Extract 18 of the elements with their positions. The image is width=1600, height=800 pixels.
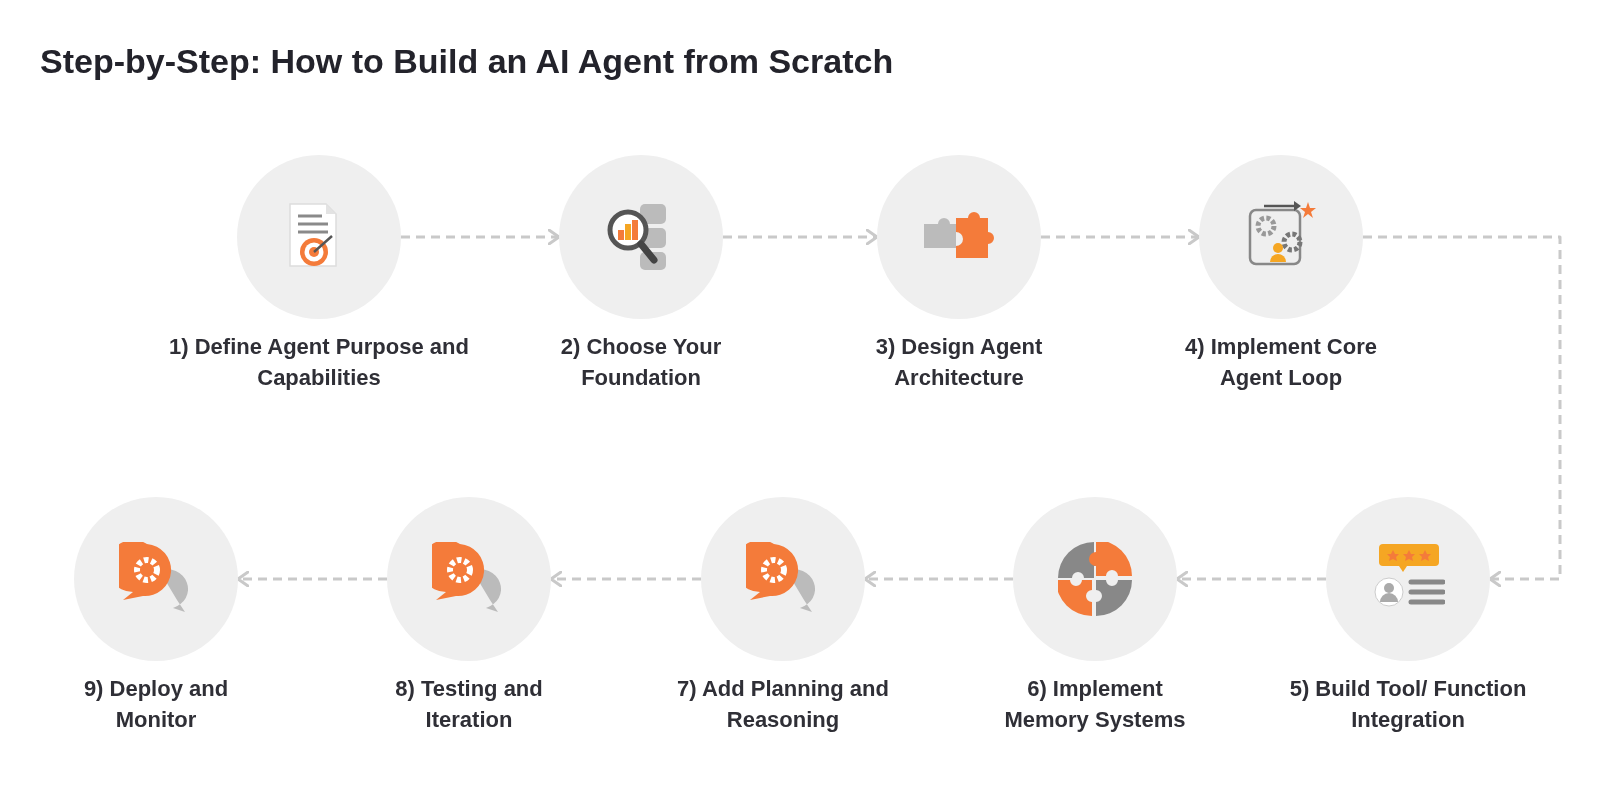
step-label: 8) Testing and Iteration [394,675,544,734]
dashed-arrow [1363,235,1562,588]
dashed-arrow [863,570,1013,588]
step-label: 3) Design Agent Architecture [874,333,1044,392]
dashed-arrow [401,228,561,246]
diagram-title: Step-by-Step: How to Build an AI Agent from Scratch [40,42,894,81]
step-label: 6) Implement Memory Systems [1003,675,1187,734]
step-label: 4) Implement Core Agent Loop [1184,333,1378,392]
step-label: 2) Choose Your Foundation [559,333,723,392]
dashed-arrow [236,570,387,588]
step-label: 9) Deploy and Monitor [82,675,230,734]
dashed-arrow [723,228,879,246]
step-label: 1) Define Agent Purpose and Capabilities [169,333,469,392]
dashed-arrow [549,570,701,588]
step-label: 5) Build Tool/ Function Integration [1288,675,1528,734]
step-label: 7) Add Planning and Reasoning [676,675,890,734]
dashed-arrow [1041,228,1201,246]
dashed-arrow [1175,570,1326,588]
